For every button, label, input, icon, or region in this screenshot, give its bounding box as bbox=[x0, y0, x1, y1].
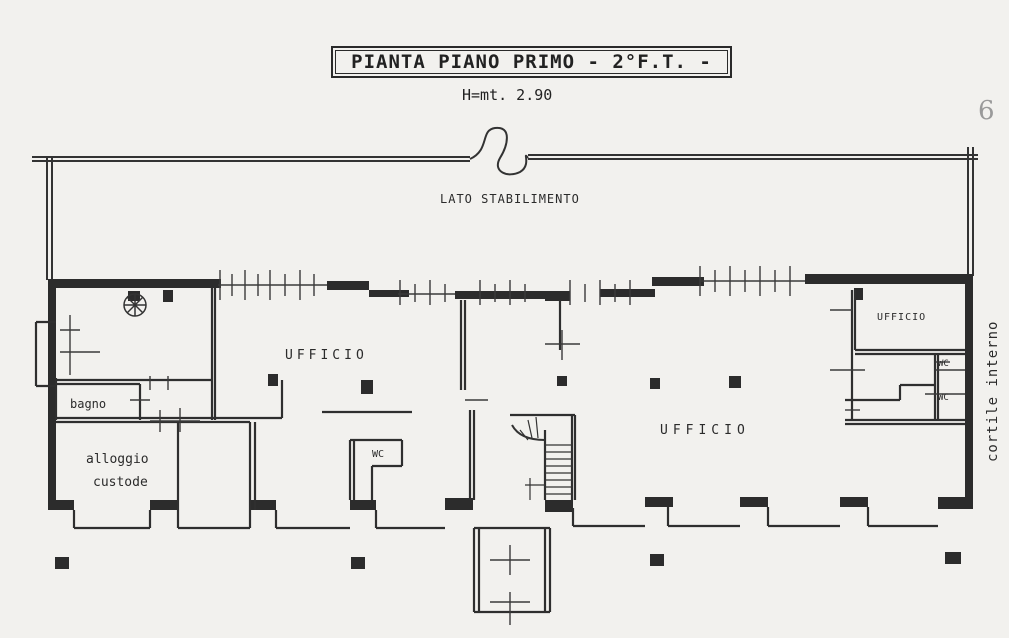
room-label-wc-right-bottom: WC bbox=[938, 393, 949, 403]
window-marks bbox=[60, 266, 965, 625]
page-mark: 6 bbox=[978, 96, 995, 126]
plan-title: PIANTA PIANO PRIMO - 2°F.T. - bbox=[351, 51, 712, 73]
exterior-walls bbox=[48, 274, 973, 569]
staircase bbox=[511, 416, 572, 500]
room-label-custode: custode bbox=[93, 475, 148, 490]
lato-stabilimento-label: LATO STABILIMENTO bbox=[440, 192, 580, 206]
room-label-ufficio-center: UFFICIO bbox=[660, 423, 750, 438]
cortile-interno-label: cortile interno bbox=[985, 321, 1001, 462]
fan-icon bbox=[123, 293, 147, 317]
room-label-ufficio-right: UFFICIO bbox=[877, 312, 926, 323]
room-label-wc-right-top: WC bbox=[938, 359, 949, 369]
room-label-alloggio: alloggio bbox=[86, 452, 149, 467]
site-boundary bbox=[32, 126, 978, 280]
room-label-bagno: bagno bbox=[70, 397, 106, 411]
room-label-wc-center: WC bbox=[372, 449, 384, 460]
interior-walls bbox=[34, 288, 965, 614]
room-label-ufficio-left: UFFICIO bbox=[285, 348, 368, 363]
title-box: PIANTA PIANO PRIMO - 2°F.T. - bbox=[331, 46, 732, 78]
ceiling-height: H=mt. 2.90 bbox=[462, 86, 553, 104]
